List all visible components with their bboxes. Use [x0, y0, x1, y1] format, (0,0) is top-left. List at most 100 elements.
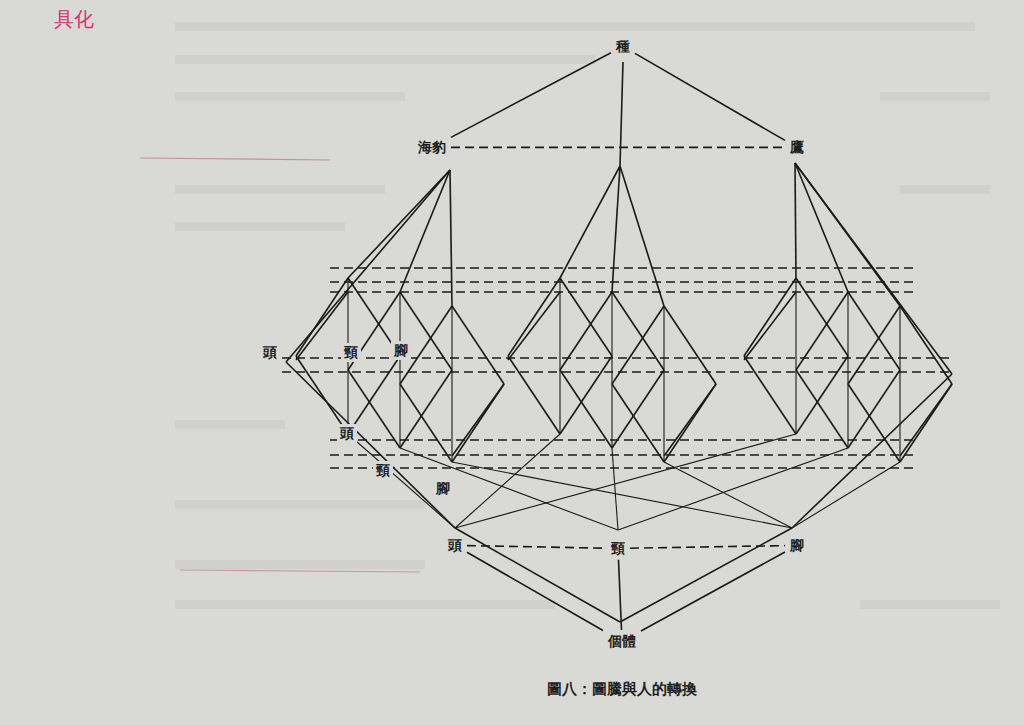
vertex-label: 頸 — [373, 461, 393, 480]
lattice-line — [664, 384, 716, 462]
lattice-line — [900, 306, 952, 384]
label-text: 頭 — [340, 425, 354, 442]
connector-line — [451, 53, 611, 138]
vertex-label: 種 — [613, 37, 633, 56]
lattice-line — [450, 170, 452, 306]
dashed-plane — [330, 291, 915, 292]
lattice-line — [399, 292, 400, 448]
connector-line — [630, 546, 785, 549]
connector-line — [467, 546, 606, 549]
connector — [641, 552, 785, 631]
label-text: 腳 — [394, 342, 408, 359]
handwritten-note: 具化 — [54, 6, 94, 33]
lattice-line — [848, 384, 900, 462]
dashed-plane — [282, 357, 950, 358]
lattice-line — [508, 292, 560, 360]
label-text: 個體 — [608, 633, 636, 650]
connector-line — [451, 147, 785, 149]
lattice-line — [612, 306, 664, 384]
lattice-line — [848, 292, 900, 370]
vertex-label: 頸 — [608, 539, 628, 558]
lattice-line — [620, 62, 623, 166]
lattice-line — [400, 384, 452, 462]
lattice-line — [795, 163, 796, 278]
figure-caption: 圖八：圖騰與人的轉換 — [547, 680, 697, 699]
connector — [451, 53, 611, 138]
lattice-line — [560, 278, 612, 356]
dashed-plane — [282, 371, 950, 372]
lattice-line — [744, 278, 796, 356]
lattice-line — [664, 462, 792, 528]
label-text: 頸 — [344, 344, 358, 361]
lattice-line — [452, 462, 792, 528]
connector-line — [641, 552, 785, 631]
label-text: 頸 — [611, 540, 625, 557]
lattice-line — [508, 356, 560, 434]
lattice-line — [792, 462, 900, 528]
lattice-line — [847, 292, 848, 448]
lattice-line — [612, 448, 618, 530]
label-text: 腳 — [790, 537, 804, 554]
lattice-line — [796, 356, 848, 434]
lattice-line — [286, 170, 450, 362]
lattice-line — [296, 356, 348, 434]
label-text: 腳 — [436, 480, 450, 497]
lattice-line — [452, 306, 504, 384]
lattice-line — [664, 306, 716, 384]
lattice-line — [451, 306, 452, 462]
lattice-line — [900, 384, 952, 456]
lattice-line — [620, 528, 792, 622]
lattice-line — [795, 278, 796, 434]
lattice-line — [452, 384, 504, 456]
lattice-line — [348, 356, 400, 434]
lattice-line — [664, 384, 716, 456]
dashed-plane — [330, 267, 915, 268]
vertex-label: 頭 — [337, 424, 357, 443]
lattice-line — [796, 370, 848, 448]
lattice-line — [612, 370, 664, 448]
connector-line — [635, 53, 785, 140]
vertex-label: 鷹 — [787, 138, 807, 157]
vertex-label: 腳 — [391, 341, 411, 360]
lattice-line — [792, 374, 952, 528]
vertex-label: 個體 — [605, 632, 639, 651]
label-text: 頸 — [376, 462, 390, 479]
lattice-line — [560, 166, 620, 278]
vertex-label: 頭 — [445, 536, 465, 555]
lattice-line — [744, 356, 796, 434]
lattice-line — [612, 384, 664, 462]
connector — [635, 53, 785, 140]
label-text: 頭 — [263, 344, 277, 361]
lattice-line — [560, 356, 612, 434]
connector — [618, 560, 621, 630]
lattice-line — [744, 292, 796, 360]
lattice-line — [560, 292, 612, 370]
connector — [630, 546, 785, 549]
lattice-line — [620, 166, 664, 306]
lattice-line — [560, 370, 612, 448]
vertex-label: 腳 — [787, 536, 807, 555]
lattice-line — [455, 434, 796, 528]
lattice-line — [795, 163, 952, 374]
lattice-line — [559, 278, 560, 434]
lattice-line — [900, 384, 952, 462]
lattice-line — [400, 448, 618, 530]
vertex-label: 頭 — [260, 343, 280, 362]
lattice-line — [796, 278, 848, 356]
connector — [467, 546, 606, 549]
lattice-line — [508, 278, 560, 356]
lattice-line — [348, 170, 450, 278]
dashed-plane — [330, 439, 915, 440]
lattice-line — [612, 292, 664, 370]
lattice-line — [455, 528, 620, 622]
connector-line — [618, 560, 621, 630]
label-text: 鷹 — [790, 139, 804, 156]
label-text: 頭 — [448, 537, 462, 554]
lattice-line — [452, 384, 504, 462]
lattice-line — [612, 166, 620, 292]
connector-line — [467, 552, 603, 630]
lattice-line — [618, 448, 848, 530]
